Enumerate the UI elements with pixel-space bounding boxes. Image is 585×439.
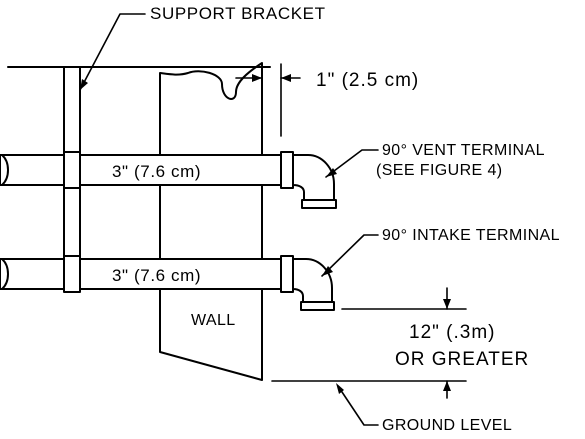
intake-elbow: [292, 258, 333, 303]
wall-section: [159, 62, 263, 381]
clearance-arrowhead-right: [281, 74, 291, 82]
support-bracket-body: [63, 66, 81, 293]
vent-pipe-break: [1, 154, 9, 186]
support-bracket: [63, 66, 81, 293]
support-bracket-leader: [79, 13, 146, 91]
intake-terminal-label: 90° INTAKE TERMINAL: [382, 227, 560, 244]
ground-level-arrow: [336, 383, 344, 394]
vent-terminal-label: 90° VENT TERMINAL: [382, 142, 545, 159]
vent-terminal-leader: [325, 149, 379, 178]
vent-elbow-cap: [301, 199, 337, 209]
height-arrowhead-top: [443, 299, 451, 309]
vent-coupling: [280, 151, 294, 189]
vent-pipe-size-label: 3" (7.6 cm): [112, 162, 201, 181]
height-note: OR GREATER: [395, 349, 529, 370]
support-bracket-label: SUPPORT BRACKET: [150, 4, 326, 23]
intake-pipe-break: [1, 258, 9, 290]
vent-pipe: [0, 151, 337, 209]
height-arrowhead-bottom: [443, 381, 451, 391]
wall-label: WALL: [191, 312, 236, 329]
intake-terminal-arrow: [322, 266, 333, 276]
intake-coupling: [280, 255, 294, 293]
intake-pipe: [0, 255, 335, 311]
height-label: 12" (.3m): [409, 322, 495, 343]
intake-terminal-leader: [321, 234, 379, 277]
intake-elbow-cap: [300, 301, 335, 311]
vent-terminal-arrow: [326, 168, 337, 177]
intake-pipe-size-label: 3" (7.6 cm): [112, 266, 201, 285]
ground-level-label: GROUND LEVEL: [382, 417, 512, 434]
vent-terminal-note: (SEE FIGURE 4): [376, 162, 503, 179]
support-bracket-arrow: [80, 79, 88, 90]
vent-elbow: [292, 154, 335, 201]
clearance-arrowhead-left: [252, 74, 262, 82]
clearance-label: 1" (2.5 cm): [316, 70, 419, 91]
ground-level-leader: [337, 385, 379, 426]
